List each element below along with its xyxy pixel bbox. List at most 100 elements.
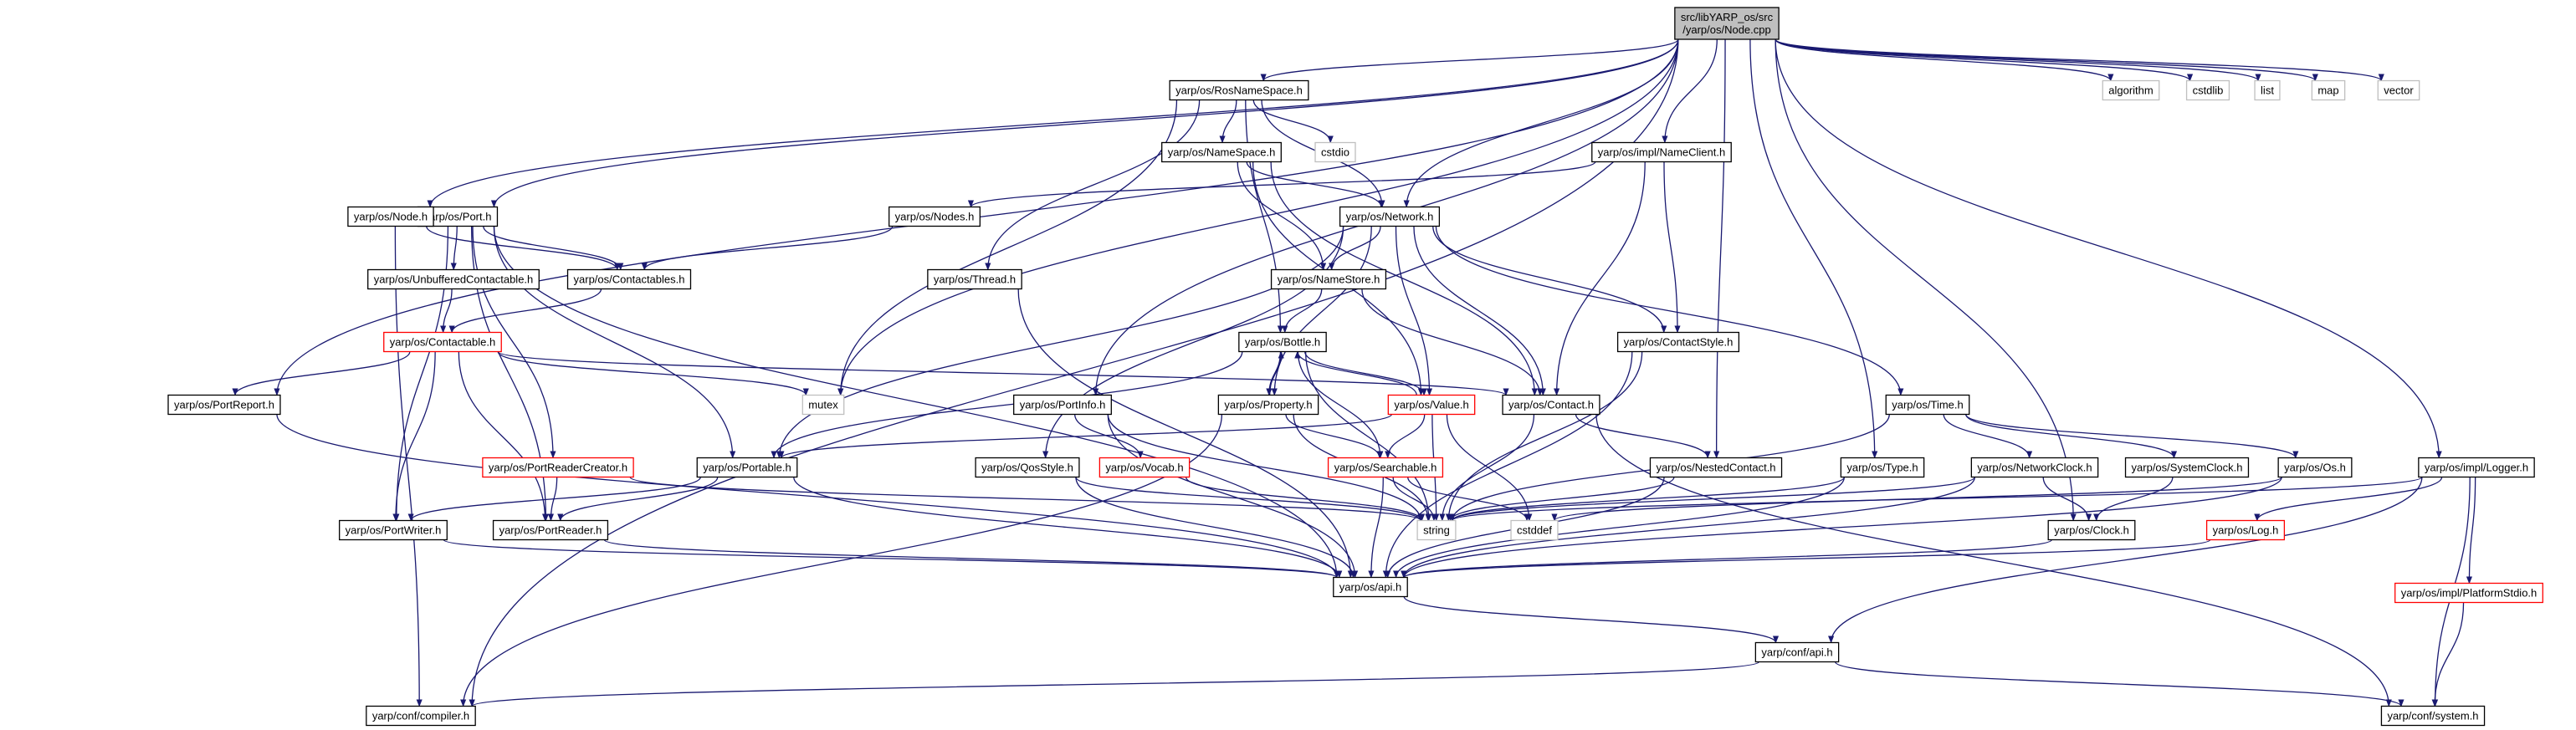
node-label: yarp/os/NetworkClock.h xyxy=(1977,462,2092,474)
edge-line xyxy=(394,226,423,707)
node-portwriter[interactable]: yarp/os/PortWriter.h xyxy=(339,519,448,541)
node-log[interactable]: yarp/os/Log.h xyxy=(2205,519,2286,541)
edge-rosnamespace-to-namespace xyxy=(1219,100,1237,144)
edge-contact-to-nestedcontact xyxy=(1575,414,1711,459)
node-portinfo[interactable]: yarp/os/PortInfo.h xyxy=(1013,394,1112,416)
edge-line xyxy=(1663,161,1681,334)
node-namespace[interactable]: yarp/os/NameSpace.h xyxy=(1161,141,1282,163)
edge-line xyxy=(1107,414,1424,522)
edge-line xyxy=(1775,38,2442,459)
node-label: yarp/conf/system.h xyxy=(2387,710,2478,722)
edge-thread-to-api xyxy=(1017,288,1354,579)
edge-unbuffered-to-contactable xyxy=(440,288,453,334)
edge-line xyxy=(458,351,549,522)
edge-portable-to-api xyxy=(793,477,1343,579)
edge-searchable-to-cstddef xyxy=(1407,477,1530,522)
edge-line xyxy=(1185,477,1426,522)
node-port[interactable]: yarp/os/Port.h xyxy=(417,206,499,227)
edge-systemclock-to-clock xyxy=(2093,477,2174,522)
node-clock[interactable]: yarp/os/Clock.h xyxy=(2047,519,2136,541)
edge-contactstyle-to-string xyxy=(1445,351,1643,522)
node-vocab[interactable]: yarp/os/Vocab.h xyxy=(1099,457,1191,478)
node-root[interactable]: src/libYARP_os/src/yarp/os/Node.cpp xyxy=(1674,7,1780,40)
edge-root-to-compiler xyxy=(469,38,1679,707)
node-contactable[interactable]: yarp/os/Contactable.h xyxy=(383,331,502,353)
node-box xyxy=(1333,576,1408,598)
node-portreadercreator[interactable]: yarp/os/PortReaderCreator.h xyxy=(482,457,634,478)
edge-line xyxy=(1297,351,1384,459)
node-box xyxy=(339,519,448,541)
node-contact[interactable]: yarp/os/Contact.h xyxy=(1502,394,1600,416)
node-nodes[interactable]: yarp/os/Nodes.h xyxy=(889,206,981,227)
node-unbuffered[interactable]: yarp/os/UnbufferedContactable.h xyxy=(367,268,540,290)
node-time[interactable]: yarp/os/Time.h xyxy=(1885,394,1970,416)
node-system[interactable]: yarp/conf/system.h xyxy=(2380,705,2486,727)
node-node[interactable]: yarp/os/Node.h xyxy=(347,206,434,227)
node-portreport[interactable]: yarp/os/PortReport.h xyxy=(167,394,281,416)
node-namestore[interactable]: yarp/os/NameStore.h xyxy=(1270,268,1387,290)
node-rosnamespace[interactable]: yarp/os/RosNameSpace.h xyxy=(1169,79,1309,101)
edge-contactable-to-contact xyxy=(497,350,1509,396)
node-api[interactable]: yarp/os/api.h xyxy=(1333,576,1408,598)
node-qosstyle[interactable]: yarp/os/QosStyle.h xyxy=(975,457,1080,478)
node-confapi[interactable]: yarp/conf/api.h xyxy=(1754,641,1840,663)
node-label: yarp/os/UnbufferedContactable.h xyxy=(374,273,534,286)
node-contactables[interactable]: yarp/os/Contactables.h xyxy=(566,268,692,290)
node-compiler[interactable]: yarp/conf/compiler.h xyxy=(366,705,476,727)
node-box xyxy=(1674,7,1780,40)
node-type[interactable]: yarp/os/Type.h xyxy=(1840,457,1925,478)
node-nestedcontact[interactable]: yarp/os/NestedContact.h xyxy=(1649,457,1783,478)
node-box xyxy=(1416,519,1457,541)
node-bottle[interactable]: yarp/os/Bottle.h xyxy=(1238,331,1327,353)
edge-line xyxy=(1435,226,1904,396)
edge-portreadercreator-to-string xyxy=(629,476,1424,522)
edge-qosstyle-to-string xyxy=(1075,477,1424,522)
node-networkclock[interactable]: yarp/os/NetworkClock.h xyxy=(1970,457,2099,478)
node-thread[interactable]: yarp/os/Thread.h xyxy=(927,268,1022,290)
node-mutex: mutex xyxy=(801,394,845,416)
nodes-layer: src/libYARP_os/src/yarp/os/Node.cpp yarp/… xyxy=(167,7,2543,727)
node-box xyxy=(1616,331,1740,353)
edge-qosstyle-to-api xyxy=(1075,477,1357,579)
edge-line xyxy=(469,661,1760,707)
edge-root-to-cstdlib xyxy=(1775,38,2194,82)
node-contactstyle[interactable]: yarp/os/ContactStyle.h xyxy=(1616,331,1740,353)
node-box xyxy=(1013,394,1112,416)
node-box xyxy=(1169,79,1309,101)
node-property[interactable]: yarp/os/Property.h xyxy=(1217,394,1319,416)
edge-line xyxy=(1042,226,1344,459)
node-label: src/libYARP_os/src xyxy=(1681,11,1774,23)
node-label: yarp/os/Node.h xyxy=(354,211,428,223)
edge-line xyxy=(771,351,1243,459)
edge-network-to-property xyxy=(1271,226,1372,396)
node-searchable[interactable]: yarp/os/Searchable.h xyxy=(1327,457,1444,478)
node-label: yarp/os/Network.h xyxy=(1346,211,1434,223)
edge-portinfo-to-api xyxy=(1107,414,1359,579)
node-nameclient[interactable]: yarp/os/impl/NameClient.h xyxy=(1591,141,1732,163)
node-label: yarp/os/impl/PlatformStdio.h xyxy=(2401,587,2538,600)
node-os[interactable]: yarp/os/Os.h xyxy=(2277,457,2353,478)
edge-line xyxy=(1775,38,2077,522)
node-portreader[interactable]: yarp/os/PortReader.h xyxy=(492,519,609,541)
node-label: yarp/os/Portable.h xyxy=(703,462,791,474)
node-cstddef: cstddef xyxy=(1510,519,1559,541)
node-portable[interactable]: yarp/os/Portable.h xyxy=(696,457,798,478)
edge-line xyxy=(497,350,1509,396)
node-box xyxy=(167,394,281,416)
node-box xyxy=(2311,79,2346,101)
node-value[interactable]: yarp/os/Value.h xyxy=(1387,394,1476,416)
node-network[interactable]: yarp/os/Network.h xyxy=(1339,206,1441,227)
node-box xyxy=(1885,394,1970,416)
node-label: mutex xyxy=(808,399,838,411)
node-platformstdio[interactable]: yarp/os/impl/PlatformStdio.h xyxy=(2394,582,2543,604)
node-label: yarp/os/Value.h xyxy=(1394,399,1468,411)
node-label: yarp/os/api.h xyxy=(1339,581,1401,594)
edge-namespace-to-contact xyxy=(1270,161,1538,396)
edge-line xyxy=(1775,38,2114,82)
node-logger[interactable]: yarp/os/impl/Logger.h xyxy=(2418,457,2535,478)
edge-clock-to-api xyxy=(1401,539,2052,579)
edge-portwriter-to-api xyxy=(443,539,1339,579)
edge-line xyxy=(1075,477,1424,522)
edge-root-to-vector xyxy=(1775,38,2384,82)
node-systemclock[interactable]: yarp/os/SystemClock.h xyxy=(2124,457,2250,478)
